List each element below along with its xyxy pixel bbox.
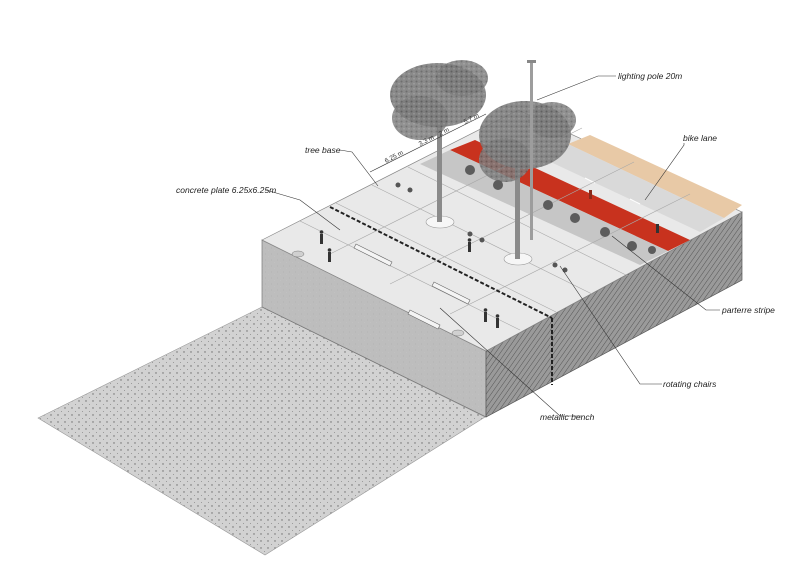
tree-trunk-2 [515, 160, 520, 259]
label-parterre-stripe: parterre stripe [721, 305, 775, 315]
lighting-pole [530, 62, 533, 240]
metallic-benches [353, 243, 471, 330]
tree-canopy-1 [390, 60, 488, 140]
tree-canopy-2 [479, 101, 576, 182]
label-metallic-bench: metallic bench [540, 412, 595, 422]
pedestrian-strip [568, 135, 742, 218]
road-surface [540, 144, 724, 232]
parterre-plants [465, 165, 656, 254]
label-rotating-chairs: rotating chairs [663, 379, 717, 389]
leader-lines [265, 75, 720, 417]
label-concrete-plate: concrete plate 6.25x6.25m [176, 185, 276, 195]
label-tree-base: tree base [305, 145, 341, 155]
label-lighting-pole: lighting pole 20m [618, 71, 682, 81]
expansion-joint [329, 206, 553, 319]
lid-1 [291, 250, 305, 258]
dimension-line [369, 113, 487, 173]
dimension-2: 2 m [438, 127, 451, 138]
people [319, 190, 659, 328]
label-bike-lane: bike lane [683, 133, 717, 143]
lid-2 [451, 329, 465, 337]
tree-trunk-1 [437, 120, 442, 222]
dimension-6-25: 6.25 m [384, 150, 405, 165]
